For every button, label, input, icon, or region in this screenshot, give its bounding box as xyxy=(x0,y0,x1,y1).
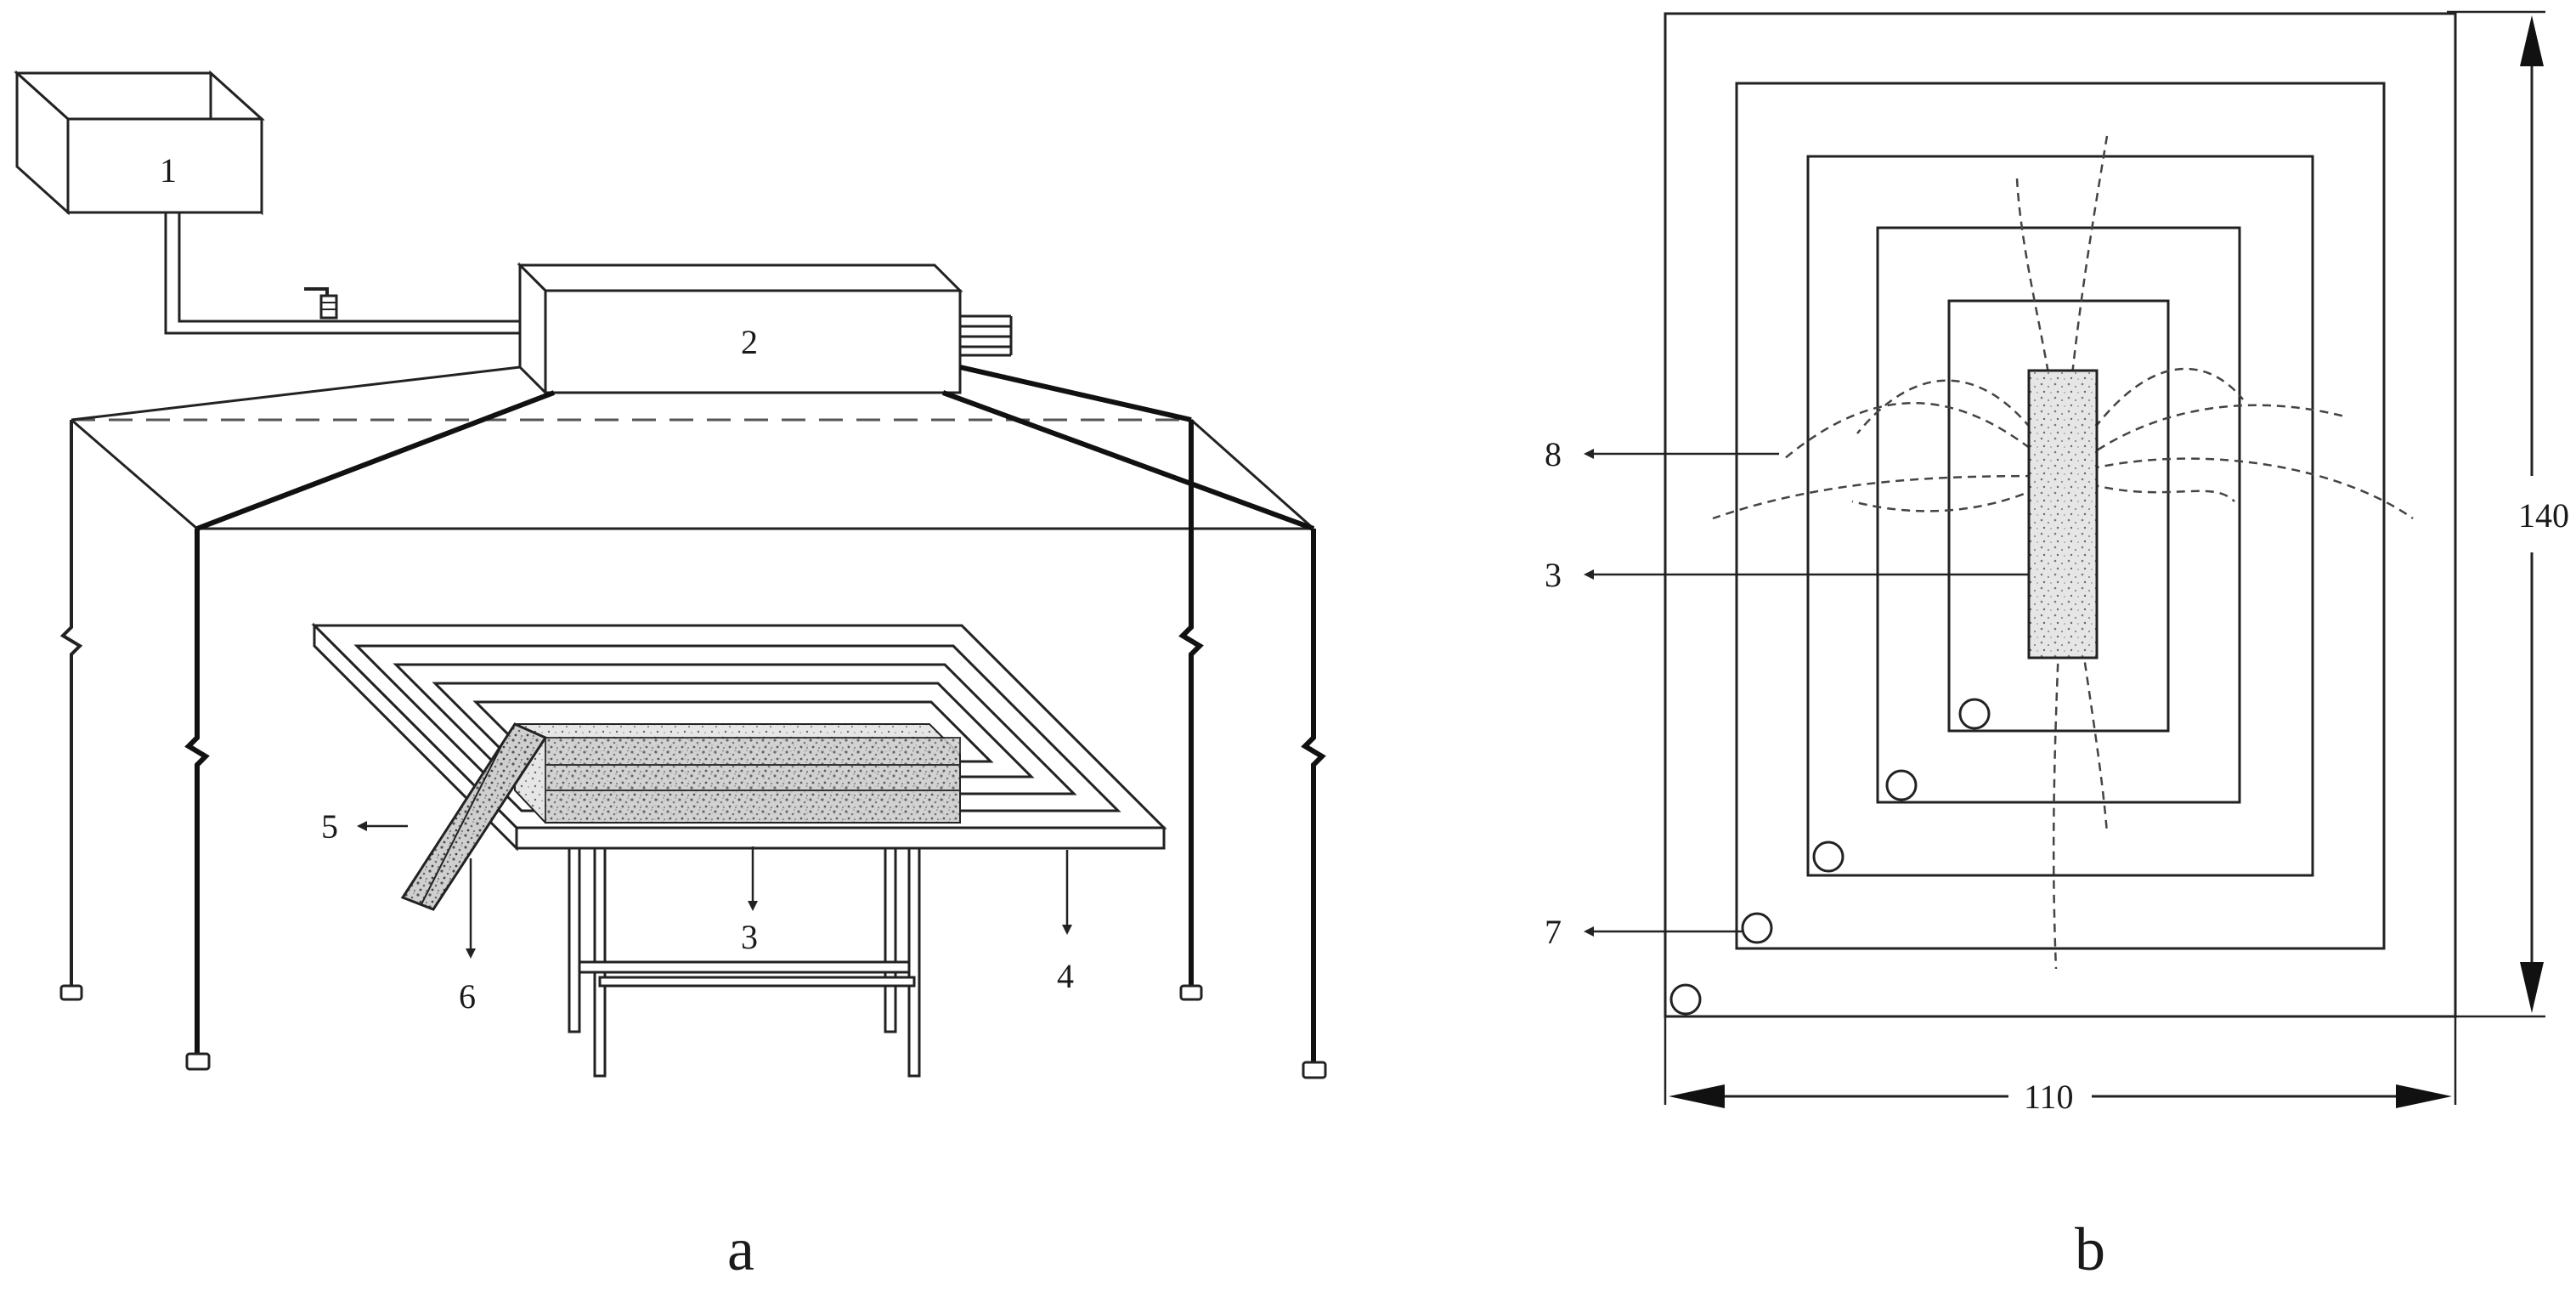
distribution-box xyxy=(517,262,1013,396)
plot-ring-3 xyxy=(1806,155,2314,877)
dimension-width-label: 110 xyxy=(2024,1078,2074,1116)
plot-ring-1 xyxy=(1664,12,2457,1018)
supply-pipe xyxy=(164,212,552,337)
label-7: 7 xyxy=(1545,913,1562,951)
label-3-a: 3 xyxy=(741,918,758,956)
label-8: 8 xyxy=(1545,435,1562,473)
pole-front-left xyxy=(184,529,211,1071)
label-4: 4 xyxy=(1057,957,1074,995)
slope-plot-frames xyxy=(311,622,1167,911)
table-legs xyxy=(568,843,921,1078)
label-2: 2 xyxy=(741,323,758,361)
label-5: 5 xyxy=(321,807,338,846)
plot-ring-4 xyxy=(1876,226,2241,804)
label-1: 1 xyxy=(160,151,177,190)
panel-b: 8 3 7 140 110 b xyxy=(1545,10,2569,1283)
label-3-b: 3 xyxy=(1545,556,1562,594)
caption-b: b xyxy=(2075,1215,2105,1283)
label-6: 6 xyxy=(459,977,476,1016)
outlet-circle xyxy=(1958,698,1991,730)
outlet-circle xyxy=(1669,983,1702,1016)
dimension-height-label: 140 xyxy=(2518,496,2569,535)
canopy-frame xyxy=(71,365,1315,531)
pole-back-right xyxy=(1178,420,1204,1001)
outlet-circle xyxy=(1885,769,1918,801)
outlet-circle xyxy=(1812,841,1844,873)
label-pointers-b xyxy=(1584,449,2029,937)
pole-back-left xyxy=(59,420,83,1001)
dimension-height xyxy=(2447,10,2545,1018)
plot-ring-2 xyxy=(1735,82,2386,950)
water-tank-box xyxy=(14,70,265,216)
dimension-width xyxy=(1664,1016,2457,1108)
valve-icon xyxy=(304,287,338,320)
outlet-circle xyxy=(1741,912,1773,944)
support-poles xyxy=(59,420,1327,1079)
label-pointers-a xyxy=(357,821,1072,959)
soil-strip xyxy=(2027,369,2099,659)
panel-a: 1 2 3 4 5 6 a xyxy=(14,70,1327,1283)
caption-a: a xyxy=(727,1215,754,1283)
plot-ring-5 xyxy=(1947,299,2170,733)
pole-front-right xyxy=(1301,529,1327,1079)
